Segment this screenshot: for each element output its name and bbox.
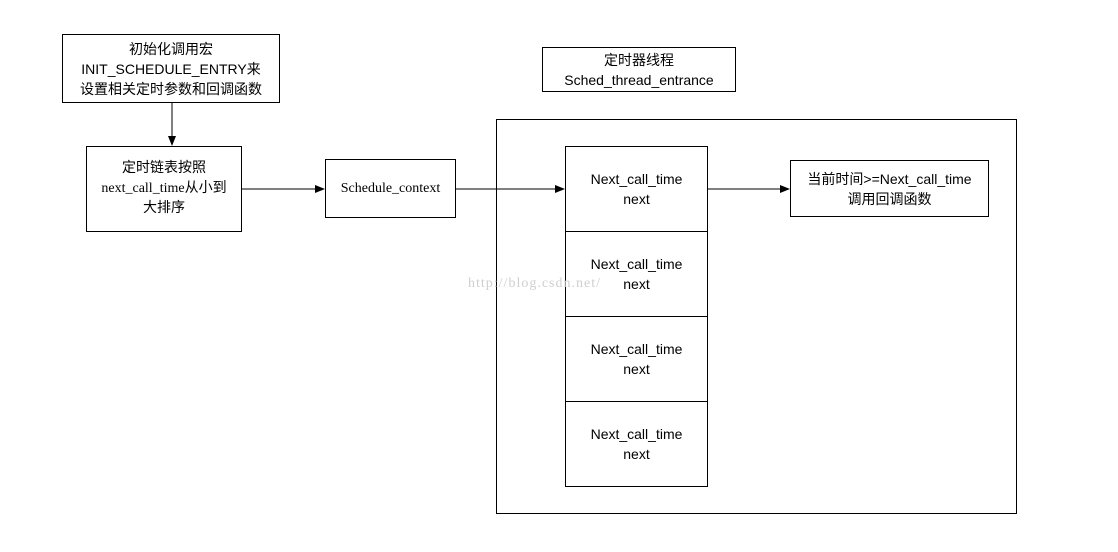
timer-thread-line-2: Sched_thread_entrance	[564, 71, 714, 88]
callback-condition-line-2: 调用回调函数	[847, 190, 932, 207]
list-node-3: Next_call_time next	[565, 316, 708, 402]
sorted-list-line-3: 大排序	[143, 201, 185, 216]
list-node-3-field: Next_call_time	[590, 341, 683, 357]
init-macro-box: 初始化调用宏 INIT_SCHEDULE_ENTRY来 设置相关定时参数和回调函…	[62, 34, 280, 103]
list-node-4-field: Next_call_time	[590, 426, 683, 442]
watermark-text: http://blog.csdn.net/	[468, 276, 601, 291]
list-node-2-next: next	[623, 276, 650, 292]
list-node-1-next: next	[623, 191, 650, 207]
list-node-1: Next_call_time next	[565, 146, 708, 232]
list-node-1-field: Next_call_time	[590, 171, 683, 187]
list-node-4: Next_call_time next	[565, 401, 708, 487]
timer-thread-title-box: 定时器线程 Sched_thread_entrance	[542, 47, 736, 92]
sorted-list-line-2: next_call_time从小到	[101, 181, 227, 196]
init-macro-line-2: INIT_SCHEDULE_ENTRY来	[81, 60, 261, 77]
list-node-2-field: Next_call_time	[590, 256, 683, 272]
callback-condition-box: 当前时间>=Next_call_time 调用回调函数	[790, 160, 989, 217]
init-macro-line-1: 初始化调用宏	[129, 40, 213, 57]
schedule-context-box: Schedule_context	[325, 159, 456, 218]
list-node-2: Next_call_time next	[565, 231, 708, 317]
sorted-list-box: 定时链表按照 next_call_time从小到 大排序	[86, 146, 242, 232]
timer-thread-frame	[496, 119, 1017, 514]
list-node-3-next: next	[623, 361, 650, 377]
sorted-list-line-1: 定时链表按照	[122, 161, 206, 176]
list-node-4-next: next	[623, 446, 650, 462]
schedule-context-label: Schedule_context	[340, 180, 441, 196]
callback-condition-line-1: 当前时间>=Next_call_time	[807, 170, 972, 187]
init-macro-line-3: 设置相关定时参数和回调函数	[80, 80, 262, 97]
timer-thread-line-1: 定时器线程	[604, 51, 674, 68]
